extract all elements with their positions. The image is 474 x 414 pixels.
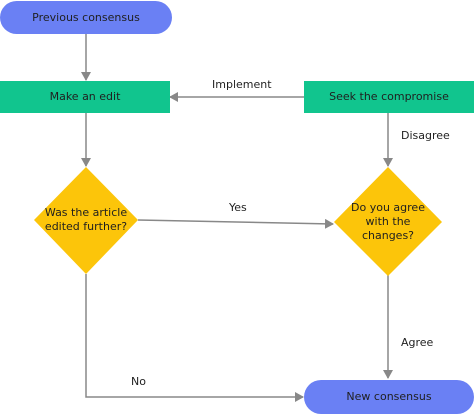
agree-changes-decision [334, 167, 442, 276]
implement-label: Implement [212, 78, 272, 91]
make-edit-label: Make an edit [49, 90, 121, 104]
no-label: No [131, 375, 146, 388]
make-edit-process [0, 81, 170, 113]
seek-compromise-label: Seek the compromise [329, 90, 449, 104]
seek-compromise-process [304, 81, 474, 113]
agree-label: Agree [401, 336, 434, 349]
end-terminal [304, 380, 474, 414]
disagree-label: Disagree [401, 129, 450, 142]
start-terminal [0, 1, 172, 34]
edge-yes [137, 218, 334, 229]
yes-label: Yes [229, 201, 247, 214]
agree-changes-label: Do you agree with the changes? [351, 201, 425, 242]
edge-no [85, 274, 304, 402]
end-label: New consensus [346, 390, 432, 404]
edited-further-label: Was the article edited further? [44, 206, 128, 233]
edited-further-decision [34, 167, 138, 274]
start-label: Previous consensus [32, 10, 140, 24]
